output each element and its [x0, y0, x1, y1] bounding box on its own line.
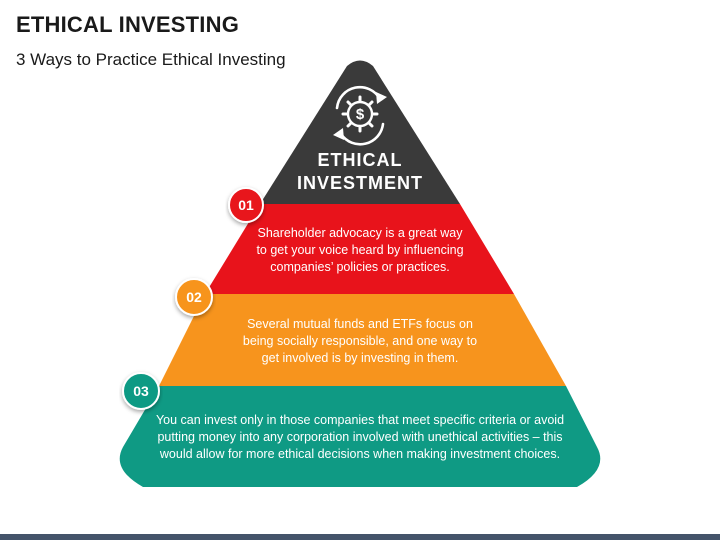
tier-01-shape — [205, 204, 514, 294]
tier-03-text-line: would allow for more ethical decisions w… — [159, 447, 560, 461]
tier-02-text-line: get involved is by investing in them. — [262, 351, 459, 365]
tier-03-text-line: putting money into any corporation invol… — [157, 430, 562, 444]
page-title: ETHICAL INVESTING — [16, 12, 240, 37]
tier-02: Several mutual funds and ETFs focus on be… — [159, 278, 566, 386]
tier-02-text-line: being socially responsible, and one way … — [243, 334, 477, 348]
page-subtitle: 3 Ways to Practice Ethical Investing — [16, 50, 286, 69]
dollar-sign: $ — [356, 106, 365, 123]
apex-label-line1: ETHICAL — [318, 150, 403, 170]
dollar-gear-cycle-icon: $ — [333, 85, 387, 146]
tier-number: 01 — [238, 197, 254, 213]
tier-03: You can invest only in those companies t… — [119, 372, 601, 487]
tier-02-shape — [159, 294, 566, 386]
tier-01-text-line: companies’ policies or practices. — [270, 260, 449, 274]
tier-number: 03 — [133, 383, 149, 399]
pyramid-tiers: Shareholder advocacy is a great way to ge… — [119, 187, 601, 487]
tier-03-shape — [119, 386, 601, 487]
badge-circle — [228, 187, 264, 223]
tier-01-text-line: to get your voice heard by influencing — [256, 243, 463, 257]
tier-03-badge: 03 — [122, 372, 160, 410]
tier-02-text-line: Several mutual funds and ETFs focus on — [247, 317, 473, 331]
tier-01-badge: 01 — [228, 187, 264, 223]
pyramid-apex: $ ETHICAL INVESTMENT — [260, 60, 460, 204]
tier-number: 02 — [186, 289, 202, 305]
tier-01: Shareholder advocacy is a great way to ge… — [205, 187, 514, 294]
apex-label-line2: INVESTMENT — [297, 173, 423, 193]
badge-circle — [122, 372, 160, 410]
tier-02-badge: 02 — [175, 278, 213, 316]
tier-03-text-line: You can invest only in those companies t… — [156, 413, 564, 427]
badge-circle — [175, 278, 213, 316]
tier-01-text-line: Shareholder advocacy is a great way — [258, 226, 464, 240]
bottom-bar — [0, 534, 720, 540]
